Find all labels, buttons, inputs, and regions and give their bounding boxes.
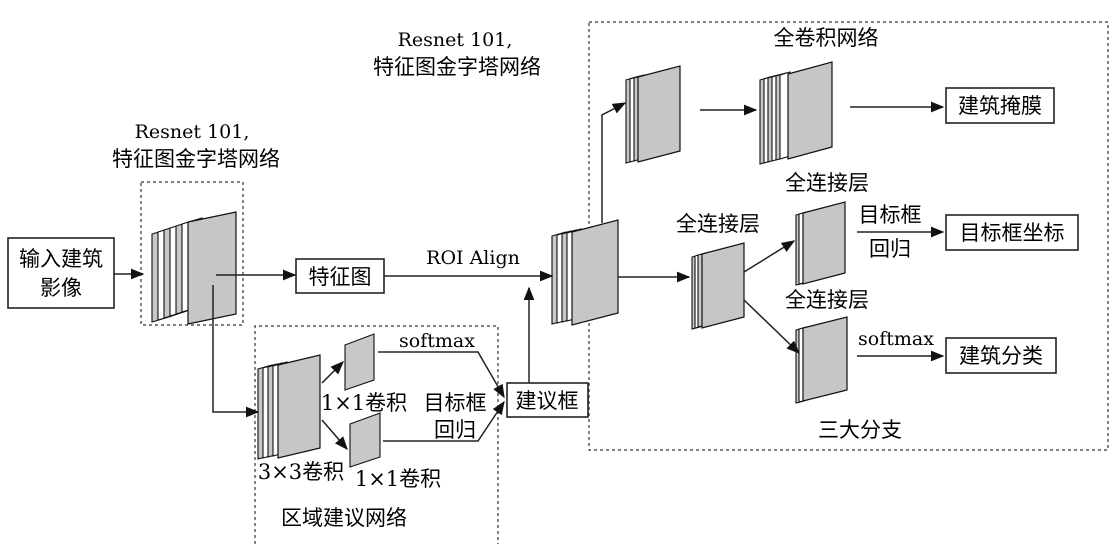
input-image-node: 输入建筑 影像 [7,237,115,309]
fc-layer-stack-middle [691,242,745,330]
arrow-3x3-to-1x1-bottom [321,419,348,451]
proposal-box-label: 建议框 [516,389,579,413]
softmax-rpn-label: softmax [399,330,475,352]
arrow-backbone-to-rpn [212,285,260,418]
resnet-left-label-line2: 特征图金字塔网络 [112,147,280,171]
fc-label-top: 全连接层 [785,171,869,195]
fc-layer-stack-bottom [795,316,848,404]
input-image-label-line1: 输入建筑 [19,247,103,271]
building-cls-node: 建筑分类 [945,337,1057,374]
feature-map-node: 特征图 [295,258,385,294]
rpn-3x3-conv-stack [257,354,321,460]
input-image-label-line2: 影像 [40,276,82,300]
rpn-1x1-conv-top [344,333,375,391]
rpn-regression-label: 回归 [434,418,476,442]
conv3x3-label: 3×3卷积 [258,460,344,484]
rpn-title-label: 区域建议网络 [281,506,407,530]
fc-layer-stack-top [795,201,846,286]
softmax-cls-label: softmax [858,328,934,350]
arrow-softmax-to-proposal [378,351,505,399]
arrow-3x3-to-1x1-top [321,361,344,384]
mask-branch-stack-1 [625,65,681,164]
arrow-regression-to-proposal [383,400,505,442]
full-conv-network-label: 全卷积网络 [774,26,879,50]
fc-label-middle: 全连接层 [676,212,760,236]
proposal-box-node: 建议框 [506,382,589,418]
regression-label: 回归 [869,237,911,261]
resnet-top-label-line2: 特征图金字塔网络 [373,55,541,79]
three-branches-label: 三大分支 [818,418,902,442]
roi-feature-stack [551,219,619,326]
arrow-fc-to-fc-top [743,240,796,273]
backbone-dashed-region [140,181,244,326]
backbone-feature-stack [151,211,237,325]
rpn-target-box-label: 目标框 [424,391,487,415]
building-mask-node: 建筑掩膜 [945,87,1055,124]
rpn-1x1-conv-bottom [349,412,381,468]
resnet-left-label-line1: Resnet 101, [135,121,250,143]
building-mask-label: 建筑掩膜 [958,94,1042,118]
mask-branch-stack-2 [759,61,833,165]
rpn-dashed-region [254,325,499,544]
arrow-fc-to-fc-bottom [743,299,800,354]
resnet-top-label-line1: Resnet 101, [398,29,513,51]
arrow-roi-to-mask-branch [601,102,627,223]
roi-align-label: ROI Align [426,247,520,269]
building-cls-label: 建筑分类 [959,344,1043,368]
box-coords-label: 目标框坐标 [960,221,1065,245]
conv1x1-bottom-label: 1×1卷积 [355,467,441,491]
fc-label-bottom: 全连接层 [785,288,869,312]
box-coords-node: 目标框坐标 [945,214,1079,251]
target-box-label: 目标框 [859,203,922,227]
feature-map-label: 特征图 [309,265,372,289]
conv1x1-top-label: 1×1卷积 [321,391,407,415]
